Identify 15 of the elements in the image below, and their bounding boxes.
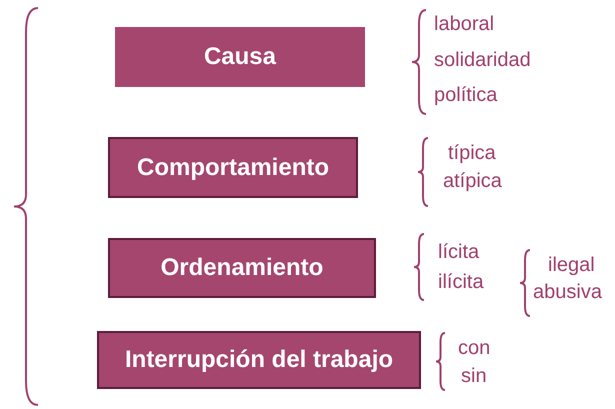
category-box: Causa — [115, 27, 365, 87]
category-box: Interrupción del trabajo — [97, 331, 421, 389]
subtype-label: sin — [461, 365, 487, 387]
subtype-label: ilegal — [548, 254, 595, 276]
subtype-label: típica — [448, 142, 496, 164]
category-box: Ordenamiento — [108, 238, 376, 298]
subtype-label: lícita — [438, 241, 480, 263]
subtype-label: laboral — [434, 13, 494, 35]
category-box: Comportamiento — [108, 137, 358, 198]
subtype-label: ilícita — [438, 271, 484, 293]
subtype-label: abusiva — [533, 281, 602, 303]
subtype-label: política — [434, 84, 498, 106]
subtype-label: solidaridad — [434, 49, 531, 71]
subtype-label: atípica — [443, 170, 502, 192]
subtype-label: con — [458, 337, 490, 359]
